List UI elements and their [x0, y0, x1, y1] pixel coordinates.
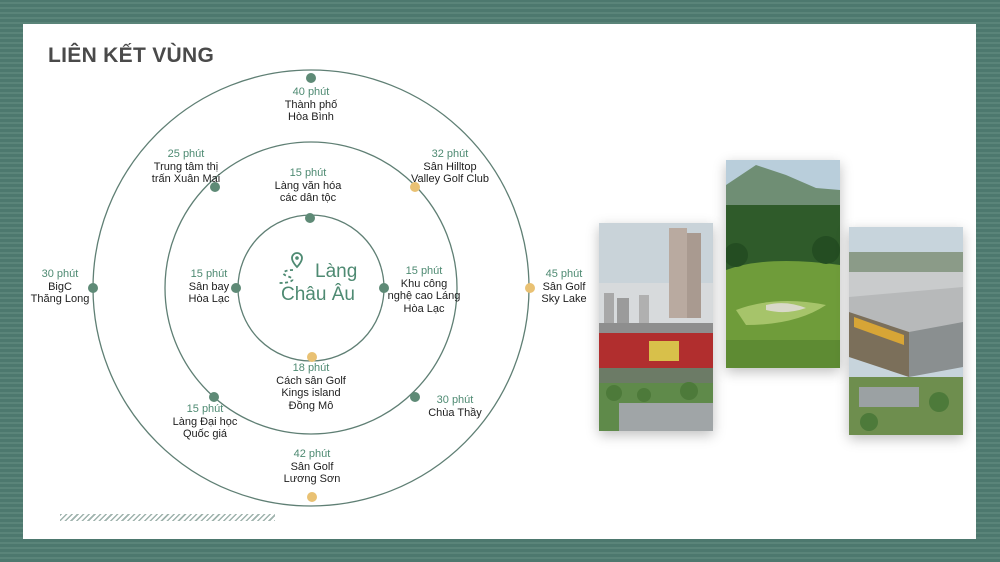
- name: Thăng Long: [30, 293, 90, 305]
- name: Hòa Lạc: [403, 302, 445, 315]
- dot-lang-dai-hoc: [209, 392, 219, 402]
- page-title: LIÊN KẾT VÙNG: [48, 44, 215, 67]
- label-bigc: 30 phút BigC Thăng Long: [31, 268, 90, 306]
- dot-kings-island: [307, 352, 317, 362]
- name: trấn Xuân Mai: [151, 173, 221, 185]
- time: 30 phút: [436, 394, 474, 406]
- label-chua-thay: 30 phút Chùa Thầy: [428, 394, 482, 419]
- name: Lương Sơn: [283, 473, 341, 485]
- name: BigC: [48, 280, 72, 293]
- label-khu-cong-nghe: 15 phút Khu công nghệ cao Láng Hòa Lạc: [388, 265, 461, 315]
- center-title-line2: Châu Âu: [281, 284, 355, 305]
- label-lang-van-hoa: 15 phút Làng văn hóa các dân tộc: [275, 167, 342, 205]
- photo-golf-course: [726, 160, 840, 368]
- dot-bigc: [88, 283, 98, 293]
- label-hilltop: 32 phút Sân Hilltop Valley Golf Club: [411, 148, 489, 186]
- time: 32 phút: [431, 148, 469, 160]
- name: Đồng Mô: [288, 399, 334, 412]
- name: Làng văn hóa: [274, 179, 342, 192]
- time: 15 phút: [186, 403, 224, 415]
- label-san-bay: 15 phút Sân bay Hòa Lạc: [189, 268, 230, 306]
- time: 15 phút: [289, 167, 327, 179]
- name: Valley Golf Club: [410, 173, 490, 185]
- name: Khu công: [400, 277, 448, 290]
- dot-xuan-mai: [210, 182, 220, 192]
- name: Hòa Lạc: [188, 293, 230, 305]
- photo-bigc-mall: [599, 223, 713, 431]
- name: Cách sân Golf: [276, 374, 346, 387]
- time: 15 phút: [405, 265, 443, 277]
- time: 15 phút: [190, 268, 228, 280]
- name: Sân Hilltop: [423, 160, 477, 173]
- time: 25 phút: [167, 148, 205, 160]
- time: 40 phút: [292, 86, 330, 98]
- dot-hoa-binh: [306, 73, 316, 83]
- time: 45 phút: [545, 268, 583, 280]
- name: Làng Đại học: [172, 415, 238, 428]
- dot-sky-lake: [525, 283, 535, 293]
- photo-hitech-park: [849, 227, 963, 435]
- name: Trung tâm thị: [153, 160, 219, 173]
- middle-ring: [164, 141, 458, 435]
- name: Kings island: [281, 387, 341, 399]
- time: 18 phút: [292, 362, 330, 374]
- name: Sky Lake: [541, 293, 587, 305]
- name: Sân Golf: [290, 460, 334, 473]
- label-kings-island: 18 phút Cách sân Golf Kings island Đồng …: [276, 362, 346, 412]
- label-lang-dai-hoc: 15 phút Làng Đại học Quốc giá: [173, 403, 238, 441]
- dot-khu-cong-nghe: [379, 283, 389, 293]
- name: Thành phố: [284, 98, 338, 111]
- dot-lang-van-hoa: [305, 213, 315, 223]
- dot-san-bay: [231, 283, 241, 293]
- location-path-icon: [278, 252, 303, 284]
- name: Sân Golf: [542, 280, 586, 293]
- dot-chua-thay: [410, 392, 420, 402]
- label-hoa-binh: 40 phút Thành phố Hòa Bình: [285, 86, 338, 124]
- decorative-hatch: [60, 514, 275, 521]
- name: Quốc giá: [182, 428, 228, 440]
- label-xuan-mai: 25 phút Trung tâm thị trấn Xuân Mai: [152, 148, 220, 186]
- name: Sân bay: [188, 280, 230, 293]
- time: 30 phút: [41, 268, 79, 280]
- time: 42 phút: [293, 448, 331, 460]
- dot-hilltop: [410, 182, 420, 192]
- name: nghệ cao Láng: [387, 290, 461, 302]
- dot-luong-son: [307, 492, 317, 502]
- label-sky-lake: 45 phút Sân Golf Sky Lake: [541, 268, 586, 306]
- center-title-line1: Làng: [315, 261, 358, 282]
- name: Hòa Bình: [288, 111, 334, 123]
- name: các dân tộc: [279, 192, 337, 204]
- label-luong-son: 42 phút Sân Golf Lương Sơn: [284, 448, 341, 486]
- name: Chùa Thầy: [428, 406, 482, 419]
